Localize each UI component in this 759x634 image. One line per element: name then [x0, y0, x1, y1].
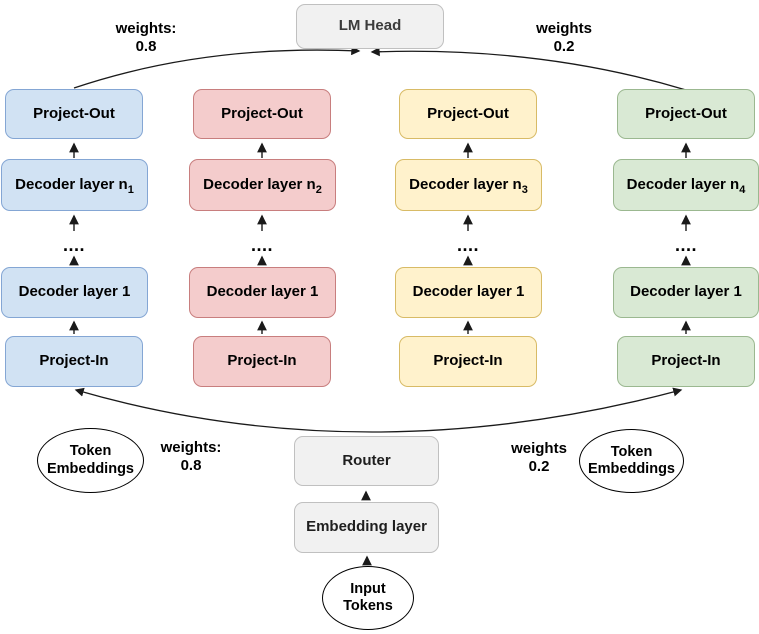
input-tokens-line1: Input — [350, 580, 386, 597]
token-embeddings-left-ellipse: Token Embeddings — [37, 428, 144, 493]
router-box: Router — [294, 436, 439, 486]
expert-4-project-out-box: Project-Out — [617, 89, 755, 139]
weights-top-left-line1: weights: — [115, 20, 177, 37]
weights-top-left-line2: 0.8 — [135, 38, 157, 56]
embedding-layer-box: Embedding layer — [294, 502, 439, 553]
weights-bottom-right-line2: 0.2 — [528, 458, 550, 476]
expert-3-decoder-layer-n-label: Decoder layer n3 — [409, 175, 528, 196]
weights-bottom-left-line2: 0.8 — [180, 457, 202, 475]
expert-2-decoder-layer-1-box: Decoder layer 1 — [189, 267, 336, 318]
token-embeddings-right-line2: Embeddings — [587, 461, 675, 477]
weights-bottom-left-label: weights: 0.8 — [136, 439, 246, 476]
expert-1-project-in-box: Project-In — [5, 336, 143, 387]
weights-top-left-label: weights: 0.8 — [91, 20, 201, 57]
expert-1-decoder-n-subscript: 1 — [127, 183, 134, 196]
input-tokens-line2: Tokens — [343, 598, 393, 614]
expert-1-to-lm-head-arrow — [73, 46, 361, 89]
weights-bottom-left-line1: weights: — [160, 439, 222, 456]
expert-3-ellipsis-dots: .... — [456, 235, 479, 255]
expert-3-decoder-layer-n-box: Decoder layer n3 — [395, 159, 542, 211]
token-embeddings-left-line1: Token — [69, 443, 112, 460]
token-embeddings-right-line1: Token — [610, 443, 653, 460]
expert-3-project-in-box: Project-In — [399, 336, 537, 387]
expert-2-project-out-box: Project-Out — [193, 89, 331, 139]
expert-2-ellipsis-dots: .... — [250, 235, 273, 255]
router-to-experts-arrow — [74, 387, 683, 433]
weights-top-right-line1: weights — [536, 20, 592, 37]
expert-4-project-in-box: Project-In — [617, 336, 755, 387]
lm-head-box: LM Head — [296, 4, 444, 49]
weights-top-right-line2: 0.2 — [553, 38, 575, 56]
expert-4-decoder-layer-n-label: Decoder layer n4 — [626, 175, 746, 196]
expert-2-project-in-box: Project-In — [193, 336, 331, 387]
token-embeddings-right-ellipse: Token Embeddings — [579, 429, 684, 493]
expert-1-decoder-layer-n-label: Decoder layer n1 — [15, 175, 134, 196]
expert-4-decoder-layer-1-box: Decoder layer 1 — [613, 267, 759, 318]
expert-1-decoder-layer-1-box: Decoder layer 1 — [1, 267, 148, 318]
expert-3-decoder-n-subscript: 3 — [521, 183, 528, 196]
expert-1-ellipsis-dots: .... — [62, 235, 85, 255]
expert-3-project-out-box: Project-Out — [399, 89, 537, 139]
weights-top-right-label: weights 0.2 — [509, 20, 619, 57]
expert-4-ellipsis-dots: .... — [674, 235, 697, 255]
token-embeddings-left-line2: Embeddings — [46, 460, 134, 477]
expert-2-decoder-n-subscript: 2 — [315, 183, 322, 196]
input-pipeline-arrows — [361, 490, 372, 566]
weights-bottom-right-label: weights 0.2 — [484, 440, 594, 477]
expert-4-to-lm-head-arrow — [370, 47, 687, 91]
input-tokens-ellipse: Input Tokens — [322, 566, 414, 630]
expert-4-decoder-n-subscript: 4 — [739, 183, 746, 196]
expert-2-decoder-layer-n-box: Decoder layer n2 — [189, 159, 336, 211]
expert-1-decoder-layer-n-box: Decoder layer n1 — [1, 159, 148, 211]
expert-3-decoder-layer-1-box: Decoder layer 1 — [395, 267, 542, 318]
expert-4-decoder-layer-n-box: Decoder layer n4 — [613, 159, 759, 211]
expert-2-decoder-layer-n-label: Decoder layer n2 — [203, 175, 322, 196]
weights-bottom-right-line1: weights — [511, 440, 567, 457]
expert-1-project-out-box: Project-Out — [5, 89, 143, 139]
